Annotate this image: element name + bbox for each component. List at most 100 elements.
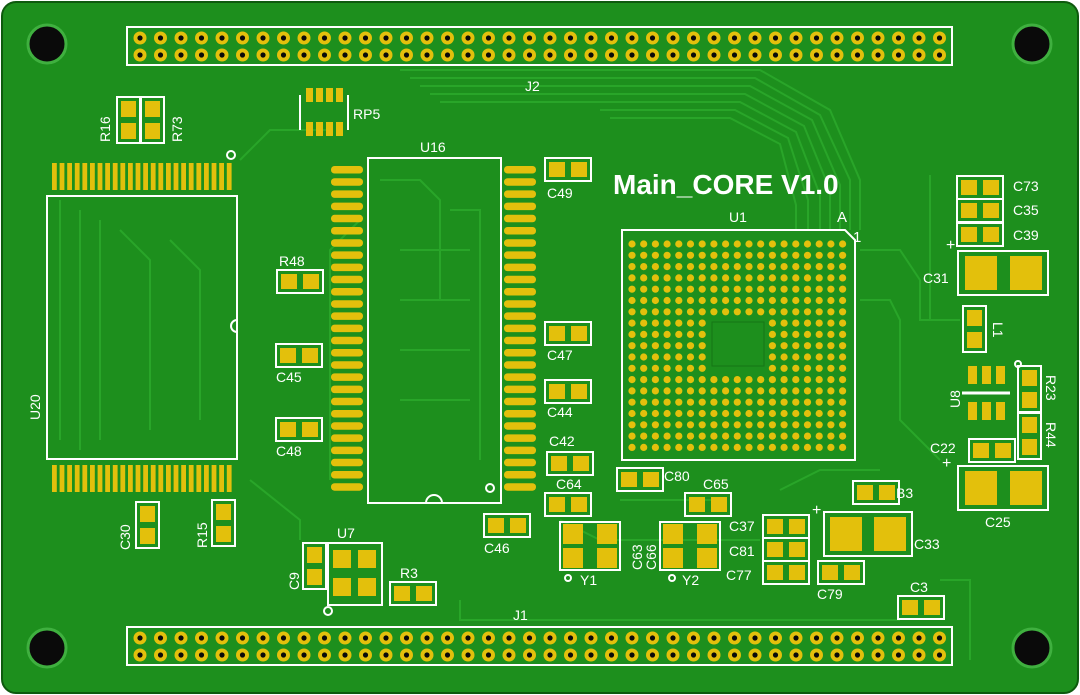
u20-pin (173, 465, 179, 492)
bga-ball (780, 251, 788, 259)
header-pin (236, 48, 249, 62)
part-c81: C81 (729, 537, 810, 562)
bga-ball (663, 274, 671, 282)
u16-pin (504, 288, 536, 296)
bga-ball (733, 240, 741, 248)
header-pin (851, 631, 864, 645)
part-r44: R44 (1017, 412, 1059, 460)
l1-outline (962, 305, 987, 353)
u20-pin (135, 163, 141, 190)
header-pin (277, 631, 290, 645)
r15-outline (211, 499, 236, 547)
chip-u16-pin1-marker (485, 483, 495, 493)
bga-ball (640, 319, 648, 327)
header-pin (830, 31, 844, 45)
bga-ball (792, 330, 800, 338)
y1-pad (563, 548, 583, 568)
u16-pin (331, 483, 363, 491)
bga-ball (768, 387, 777, 395)
bga-ball (640, 285, 648, 293)
bga-ball (803, 443, 812, 451)
c80-label: C80 (664, 468, 690, 484)
bga-ball (757, 263, 765, 271)
bga-ball (745, 285, 753, 293)
bga-ball (757, 376, 765, 384)
r73-pad (145, 101, 160, 117)
bga-ball (827, 263, 835, 271)
c48-pad (280, 422, 296, 437)
u20-pin (226, 163, 232, 190)
c22-label: C22 (930, 440, 956, 456)
bga-ball (803, 240, 812, 248)
c35-pad (961, 203, 977, 218)
crystal-y2: Y2 (659, 521, 721, 588)
bga-ball (628, 285, 636, 293)
c35-pad (983, 203, 999, 218)
u16-pin (331, 446, 363, 455)
u20-pin (150, 163, 156, 190)
bga-ball (640, 421, 648, 429)
bga-ball (710, 296, 718, 305)
bga-ball (815, 353, 823, 361)
header-pin (482, 631, 495, 645)
u7-pad (358, 550, 376, 568)
header-pin (174, 48, 188, 62)
header-pin (707, 48, 721, 62)
bga-ball (628, 263, 636, 271)
header-pin (728, 648, 741, 662)
header-pin (359, 31, 372, 45)
u20-pin (196, 163, 202, 190)
bga-ball (663, 251, 671, 259)
r3-pad (416, 586, 432, 601)
c49-outline (544, 157, 592, 182)
bga-ball (675, 274, 683, 282)
header-pin (502, 648, 516, 662)
c79-outline (817, 560, 865, 585)
connector-j1-label: J1 (513, 607, 528, 623)
u16-pin (504, 202, 536, 211)
part-c46: C46 (483, 513, 531, 556)
c35-label: C35 (1013, 202, 1039, 218)
bga-ball (686, 251, 695, 259)
c42-label: C42 (549, 433, 575, 449)
chip-u7: U7 (323, 525, 383, 616)
r16-pad (121, 123, 136, 139)
bga-ball (745, 421, 753, 429)
header-pin (441, 31, 454, 45)
header-pin (646, 631, 659, 645)
c49-pad (549, 162, 565, 177)
bga-ball (780, 443, 788, 451)
bga-ball (722, 308, 730, 316)
chip-u16-outline (367, 157, 502, 504)
header-pin (933, 48, 946, 62)
bga-ball (686, 296, 695, 305)
c64-pad (549, 497, 565, 512)
c33-polarity: + (812, 502, 821, 519)
header-pin (441, 648, 454, 662)
bga-ball (733, 263, 741, 271)
bga-ball (780, 330, 788, 338)
mounting-hole-top-right (1011, 23, 1053, 65)
bga-ball (792, 251, 800, 259)
bga-ball (722, 443, 730, 451)
bga-ball (768, 308, 777, 316)
bga-ball (768, 443, 777, 451)
u20-pin (128, 163, 133, 190)
bga-ball (733, 421, 741, 429)
header-pin (502, 31, 516, 45)
bga-ball (768, 330, 777, 338)
bga-ball (675, 421, 683, 429)
connector-j1-pins (133, 631, 946, 662)
header-pin (912, 631, 926, 645)
header-pin (523, 648, 536, 662)
r16-pad (121, 101, 136, 117)
bga-ball (651, 421, 660, 429)
c77-pad (789, 565, 805, 580)
bga-ball (722, 409, 730, 418)
bga-ball (710, 376, 718, 384)
bga-ball (768, 376, 777, 384)
chip-u20-outline (46, 195, 238, 460)
y1-label: Y1 (580, 572, 597, 588)
l1-pad (967, 332, 982, 348)
bga-ball (663, 376, 671, 384)
